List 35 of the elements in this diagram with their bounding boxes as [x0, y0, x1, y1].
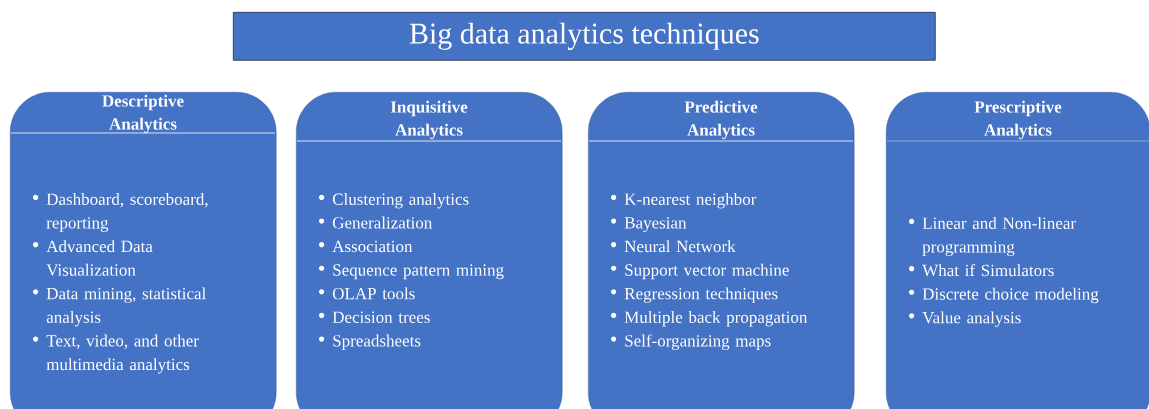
card-heading: Inquisitive Analytics — [390, 100, 468, 140]
card-heading: Prescriptive Analytics — [974, 100, 1062, 140]
node-label: Text, video, and other multimedia analytics — [46, 334, 199, 374]
category-card — [886, 92, 1149, 409]
node-label: Multiple back propagation — [624, 311, 808, 327]
title-box: Big data analytics techniques — [233, 12, 936, 61]
node-label: Linear and Non-linear programming — [922, 217, 1076, 257]
bullet-list: K-nearest neighbor Bayesian Neural Network Support vector machine Regression techniques Multiple back propagation Self-organizing maps — [611, 193, 808, 351]
node-label: Sequence pattern mining — [333, 264, 504, 280]
card-heading: Descriptive Analytics — [102, 94, 184, 134]
node-label: Support vector machine — [625, 263, 789, 280]
card-heading: Predictive Analytics — [684, 100, 758, 140]
node-label: Self-organizing maps — [625, 334, 771, 351]
node-label: K-nearest neighbor — [624, 193, 757, 209]
node-label: Generalization — [332, 216, 433, 229]
category-card — [10, 92, 277, 409]
node-label: Value analysis — [922, 311, 1021, 327]
node-label: Dashboard, scoreboard, reporting — [46, 193, 208, 233]
node-label: Regression techniques — [624, 287, 778, 303]
node-label: What if Simulators — [922, 264, 1054, 277]
node-label: Advanced Data Visualization — [46, 240, 153, 276]
category-card — [588, 92, 855, 409]
node-label: Spreadsheets — [333, 334, 421, 351]
node-label: Neural Network — [624, 240, 736, 253]
node-label: Discrete choice modeling — [922, 287, 1099, 304]
bullet-list: Linear and Non-linear programming What if Simulators Discrete choice modeling Value analysis — [909, 217, 1099, 327]
category-card — [296, 92, 563, 409]
node-label: Data mining, statistical analysis — [46, 287, 206, 327]
node-label: OLAP tools — [332, 287, 415, 300]
bullet-list: Dashboard, scoreboard, reporting Advanced Data Visualization Data mining, statistical analysis Text, video, and other multimedia analytics — [33, 193, 208, 374]
node-label: Association — [332, 240, 413, 253]
node-label: Bayesian — [624, 217, 687, 233]
node-label: Decision trees — [332, 311, 430, 323]
node-label: Clustering analytics — [332, 193, 469, 209]
bullet-list: Clustering analytics Generalization Association Sequence pattern mining OLAP tools Decision trees Spreadsheets — [319, 193, 504, 350]
